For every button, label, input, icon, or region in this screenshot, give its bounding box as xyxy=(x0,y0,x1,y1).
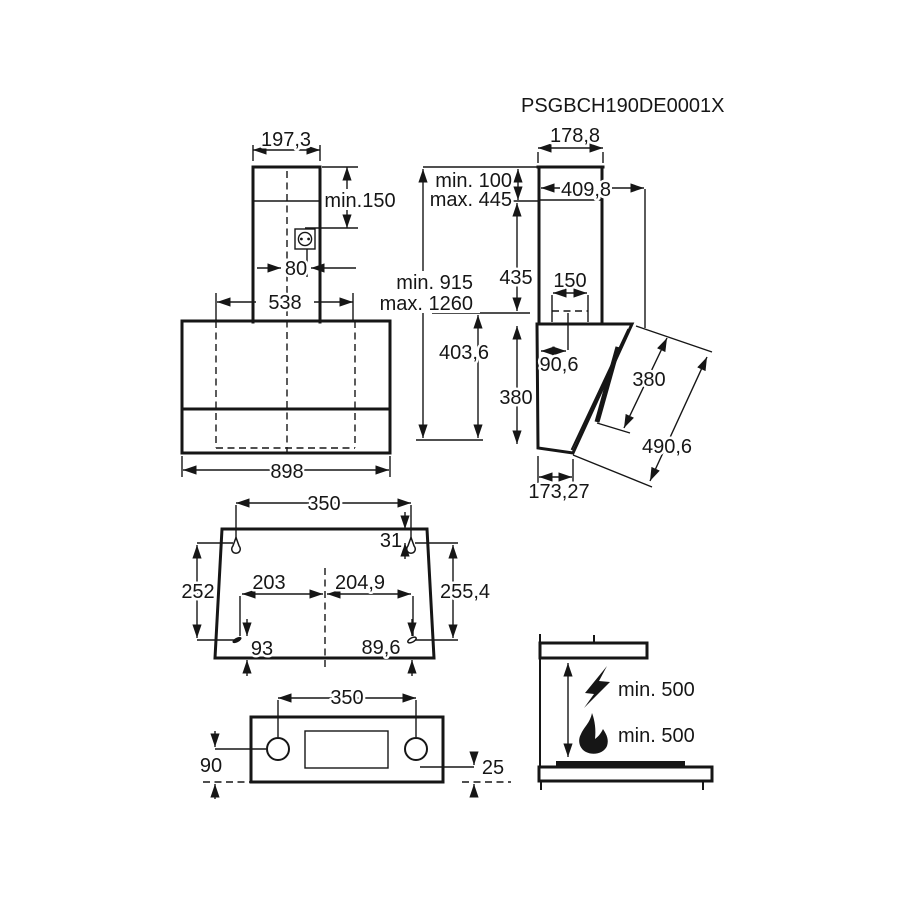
front-hidden-lines xyxy=(215,171,356,453)
mounting-plate-view: 350 31 252 203 204,9 255,4 93 89,6 xyxy=(179,491,493,676)
label-mask xyxy=(394,271,480,313)
dim-total-depth: 409,8 xyxy=(561,179,611,201)
model-number: PSGBCH190DE0001X xyxy=(521,95,724,117)
dim-left-hole-to-center: 203 xyxy=(252,572,285,594)
clearance-gas: min. 500 xyxy=(618,725,695,747)
dim-right-offset: 25 xyxy=(482,757,504,779)
dim-line xyxy=(649,356,708,482)
dim-left-holes-distance: 252 xyxy=(181,581,214,603)
glass-panel-bar xyxy=(594,346,621,423)
flame-icon xyxy=(579,713,608,754)
plate-outline xyxy=(213,527,436,660)
hood-bottom-bar xyxy=(538,641,649,660)
dim-chimney-width: 197,3 xyxy=(261,129,311,151)
bottom-outline xyxy=(249,715,445,784)
dim-hood-width: 898 xyxy=(270,461,303,483)
cooktop-surface xyxy=(556,761,685,768)
dim-mount-height-min: min. 915 xyxy=(396,272,473,294)
dim-front-diagonal: 490,6 xyxy=(642,436,692,458)
dim-right-hole-to-center: 204,9 xyxy=(335,572,385,594)
dim-socket-offset: 80 xyxy=(285,258,307,280)
lightning-icon xyxy=(584,666,610,708)
power-socket-icon xyxy=(294,228,316,250)
front-view: 197,3 min.150 80 538 898 xyxy=(180,127,398,486)
dim-top-holes-span: 350 xyxy=(307,493,340,515)
dim-hole-edge-offset: 31 xyxy=(380,530,402,552)
dim-duct-width: 150 xyxy=(553,270,586,292)
dim-telescopic-height: min.150 xyxy=(324,190,395,212)
dim-bottom-left-offset: 93 xyxy=(251,638,273,660)
plate-ref-lines xyxy=(197,505,458,641)
clearance-electric: min. 500 xyxy=(618,679,695,701)
dim-holes-span: 350 xyxy=(330,687,363,709)
dim-bottom-right-offset: 89,6 xyxy=(362,637,401,659)
dim-left-offset: 90 xyxy=(200,755,222,777)
dim-rear-height: 380 xyxy=(499,387,532,409)
dim-chimney-section-height: 435 xyxy=(499,267,532,289)
dim-duct-offset: 90,6 xyxy=(540,354,579,376)
bottom-view: 350 90 25 xyxy=(197,685,511,799)
dim-right-holes-distance: 255,4 xyxy=(440,581,490,603)
dim-base-depth: 173,27 xyxy=(528,481,589,503)
side-view: 178,8 min. 100 max. 445 409,8 435 min. 9… xyxy=(377,123,713,506)
dim-bracket-span: 538 xyxy=(268,292,301,314)
clearance-diagram: min. 500 min. 500 xyxy=(537,634,714,790)
side-outline xyxy=(535,165,635,455)
bottom-ref-lines xyxy=(215,700,474,768)
light-hole xyxy=(404,737,428,761)
dim-body-height: 403,6 xyxy=(439,342,489,364)
filter-panel xyxy=(304,730,389,769)
dim-glass-length: 380 xyxy=(632,369,665,391)
dim-telescopic-max: max. 445 xyxy=(430,189,512,211)
side-ref-lines xyxy=(416,152,713,488)
wall-and-ticks xyxy=(539,634,704,790)
dim-mount-height-max: max. 1260 xyxy=(380,293,473,315)
keyhole-icon xyxy=(230,535,242,555)
dim-chimney-depth: 178,8 xyxy=(550,125,600,147)
front-outline xyxy=(180,165,392,455)
dim-telescopic-min: min. 100 xyxy=(435,170,512,192)
screw-hole xyxy=(407,636,417,644)
cooktop-outline xyxy=(537,765,714,783)
light-hole xyxy=(266,737,290,761)
dim-line xyxy=(623,337,668,429)
